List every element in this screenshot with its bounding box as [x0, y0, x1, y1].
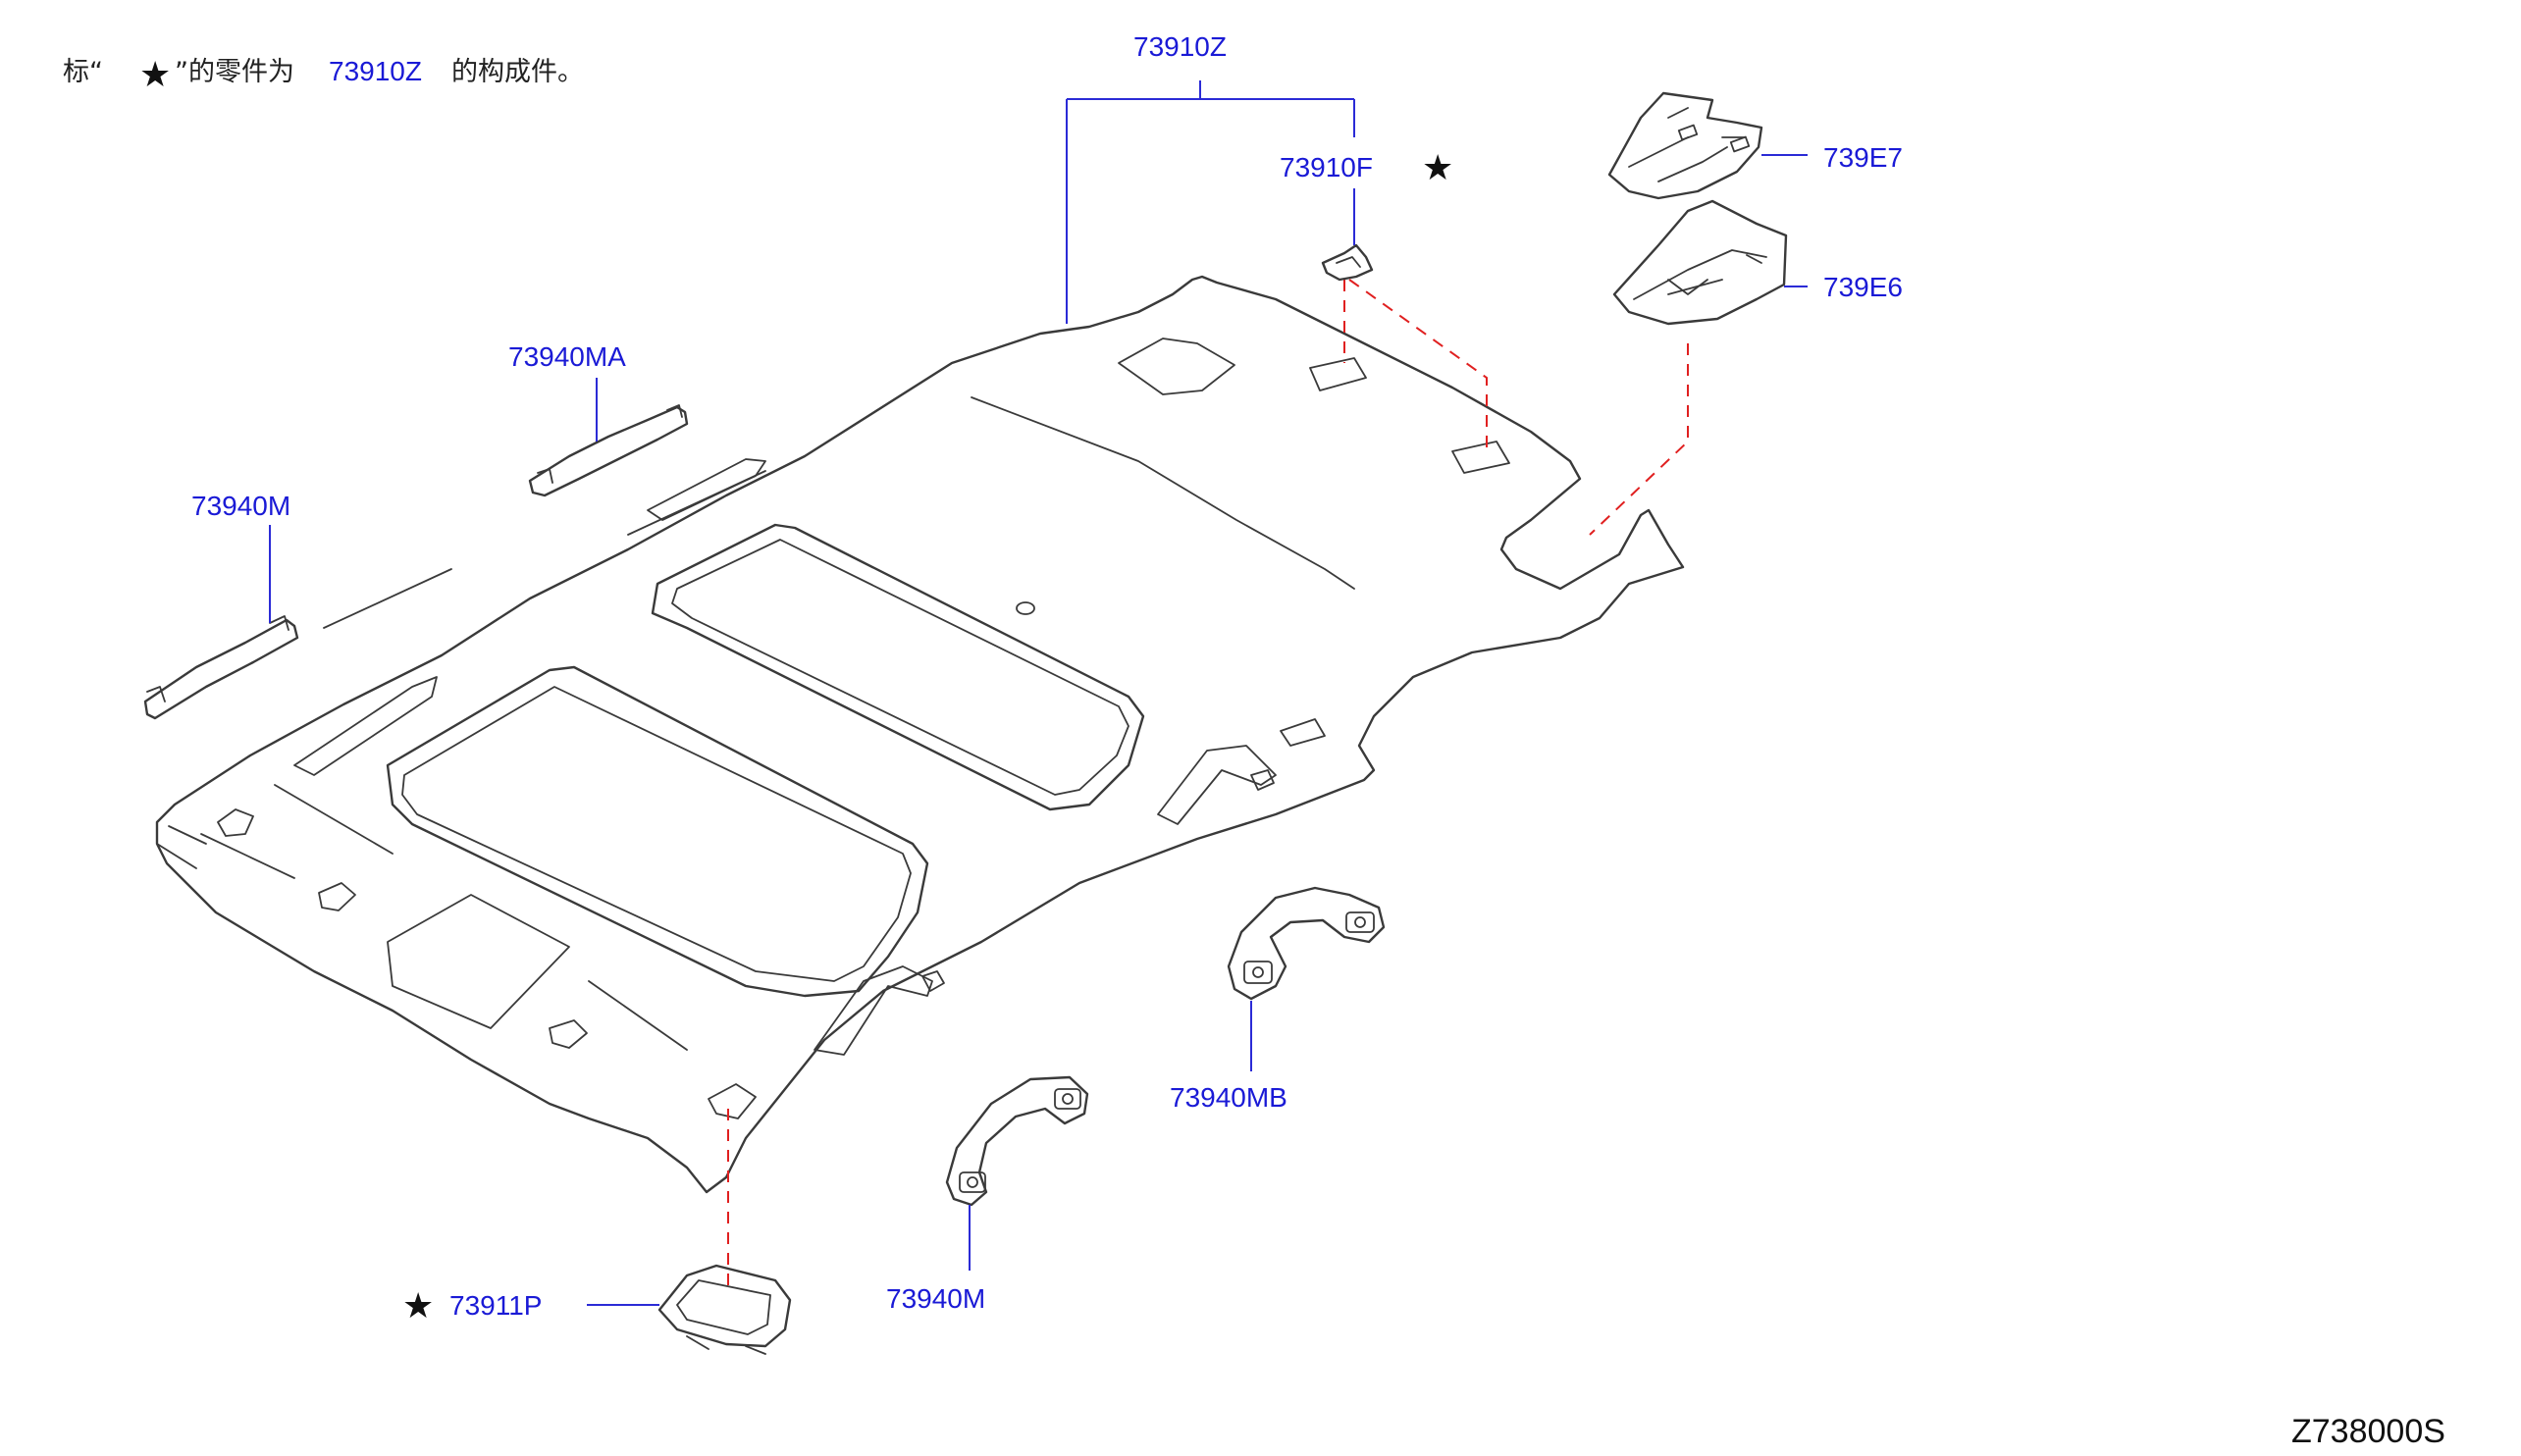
label-73940mb: 73940MB — [1170, 1082, 1287, 1113]
socket-side-1 — [921, 970, 945, 992]
headlining-front-lip — [156, 825, 207, 869]
socket-front-4 — [708, 1083, 757, 1119]
headlining-center-crease — [971, 396, 1355, 590]
handle-recess-rear-left — [647, 458, 766, 521]
label-73910f: 73910F — [1280, 152, 1373, 182]
rear-dome-recess — [1118, 338, 1235, 395]
label-73911p: 73911P — [449, 1290, 542, 1321]
label-73940m-bottom: 73940M — [886, 1283, 985, 1314]
front-sunroof-opening-inner — [401, 686, 912, 982]
headlining-outline — [155, 275, 1685, 1194]
socket-side-3 — [1280, 718, 1326, 747]
rear-sunroof-opening-inner — [671, 539, 1129, 796]
part-73940m-bottom-handle — [945, 1075, 1089, 1207]
note-suffix: 的构成件。 — [451, 57, 584, 87]
rear-sunroof-opening-outer — [651, 523, 1145, 811]
leader-73910z — [1066, 80, 1355, 324]
handle-recess-right-front — [814, 965, 933, 1056]
part-73911p-bezel — [657, 1264, 792, 1355]
dashed-connectors — [727, 279, 1689, 1285]
clip-socket-1 — [1309, 357, 1367, 391]
front-sunroof-opening-outer — [386, 665, 929, 998]
note-prefix: 标“ — [63, 57, 103, 87]
part-73940mb-handle — [1227, 886, 1386, 1001]
handle-recess-right-rear — [1157, 745, 1277, 825]
handle-recess-front-left — [293, 676, 438, 776]
part-739e6-bracket — [1612, 199, 1788, 326]
headlining-left-contour — [200, 470, 766, 1051]
star-73910f-icon: ★ — [1422, 148, 1453, 188]
note-code: 73910Z — [329, 56, 422, 86]
label-73940m-left: 73940M — [191, 491, 290, 521]
part-labels: 73910Z 73910F ★ 739E7 739E6 73940MA 7394… — [191, 31, 1903, 1326]
socket-side-2 — [1250, 769, 1275, 791]
label-739e6: 739E6 — [1823, 272, 1903, 302]
part-739e7-bracket — [1607, 91, 1763, 200]
note-middle: ”的零件为 — [175, 57, 294, 87]
headlining-panel — [155, 275, 1685, 1194]
part-73940ma-grip — [528, 404, 689, 497]
part-73910f-clip — [1321, 243, 1374, 282]
note-star-icon: ★ — [139, 55, 171, 95]
connector-739e6 — [1589, 343, 1689, 536]
map-lamp-recess — [387, 894, 570, 1029]
socket-front-3 — [549, 1019, 588, 1049]
connector-73910f-sockets — [1343, 279, 1488, 451]
label-73910z: 73910Z — [1133, 31, 1227, 62]
leader-lines — [269, 80, 1808, 1306]
socket-front-1 — [217, 808, 254, 837]
legend-note: 标“ ★ ”的零件为 73910Z 的构成件。 — [63, 55, 584, 95]
clip-socket-2 — [1451, 441, 1510, 474]
label-739e7: 739E7 — [1823, 142, 1903, 173]
drawing-id: Z738000S — [2291, 1413, 2445, 1450]
label-73940ma: 73940MA — [508, 341, 626, 372]
socket-front-2 — [318, 882, 356, 911]
mount-hole — [1016, 601, 1035, 615]
part-73940m-left-grip — [143, 615, 299, 720]
star-73911p-icon: ★ — [402, 1286, 434, 1326]
